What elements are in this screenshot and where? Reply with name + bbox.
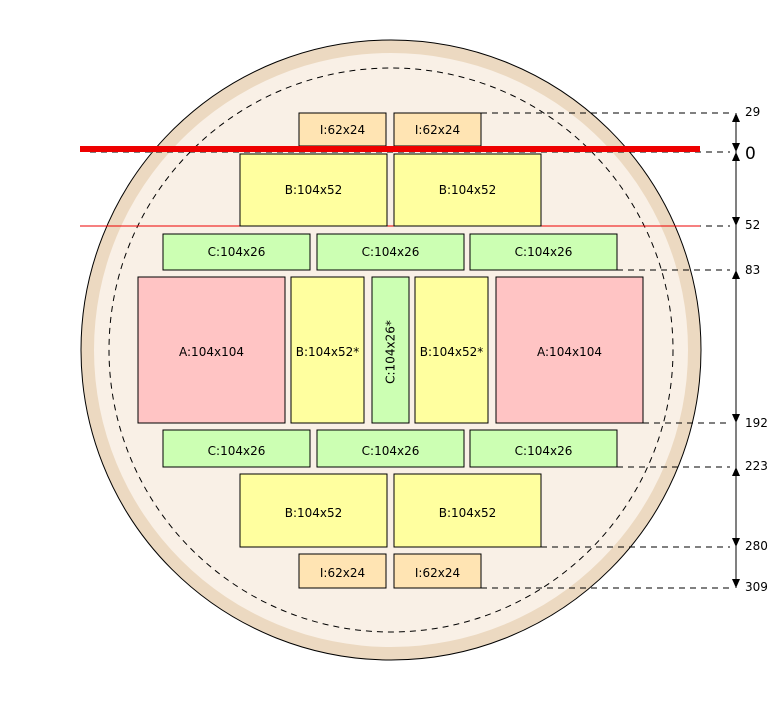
die-label: B:104x52*: [420, 345, 484, 359]
dimension-axis: [732, 113, 740, 588]
arrow-down-309: [732, 579, 740, 588]
die-label: I:62x24: [320, 566, 365, 580]
die-i-4: [393, 553, 482, 589]
arrow-down-0: [732, 143, 740, 152]
dimension-labels: 29 0 52 83 192 223 280 309: [745, 105, 768, 594]
die-b-rot-1: [290, 276, 365, 424]
die-labels: I:62x24 I:62x24 B:104x52 B:104x52 C:104x…: [179, 123, 602, 580]
die-b-4: [393, 473, 542, 548]
die-label: C:104x26: [515, 245, 573, 259]
die-c-5: [316, 429, 465, 468]
die-row-2: [239, 153, 542, 227]
die-row-5: [162, 429, 618, 468]
dimension-label-223: 223: [745, 459, 768, 473]
dimension-arrowheads: [732, 113, 740, 588]
die-label: I:62x24: [415, 566, 460, 580]
die-i-3: [298, 553, 387, 589]
die-label: C:104x26: [208, 245, 266, 259]
arrow-up-29: [732, 113, 740, 122]
die-b-2: [393, 153, 542, 227]
arrow-down-280: [732, 538, 740, 547]
die-row-6: [239, 473, 542, 548]
arrow-down-192: [732, 414, 740, 423]
die-b-1: [239, 153, 388, 227]
die-grid: [137, 112, 644, 589]
die-label: B:104x52: [285, 506, 343, 520]
die-label: C:104x26: [208, 444, 266, 458]
arrow-down-52: [732, 217, 740, 226]
die-c-2: [316, 233, 465, 271]
die-label: C:104x26*: [384, 320, 398, 384]
dimension-label-83: 83: [745, 263, 760, 277]
die-a-2: [495, 276, 644, 424]
die-label: A:104x104: [179, 345, 244, 359]
die-i-2: [393, 112, 482, 147]
die-label: C:104x26: [362, 444, 420, 458]
die-label: B:104x52: [439, 183, 497, 197]
die-c-3: [469, 233, 618, 271]
die-label: C:104x26: [362, 245, 420, 259]
dimension-label-29: 29: [745, 105, 760, 119]
dimension-label-309: 309: [745, 580, 768, 594]
die-label: I:62x24: [320, 123, 365, 137]
arrow-up-223: [732, 467, 740, 476]
die-b-3: [239, 473, 388, 548]
die-a-1: [137, 276, 286, 424]
arrow-up-83: [732, 270, 740, 279]
dimension-label-192: 192: [745, 416, 768, 430]
die-label: B:104x52: [285, 183, 343, 197]
die-label: B:104x52: [439, 506, 497, 520]
die-row-4: [137, 276, 644, 424]
die-label: B:104x52*: [296, 345, 360, 359]
dimension-label-0: 0: [745, 144, 756, 164]
die-c-rot: [371, 276, 410, 424]
die-row-7: [298, 553, 482, 589]
die-row-3: [162, 233, 618, 271]
die-label: C:104x26: [515, 444, 573, 458]
edge-exclusion-circle: [108, 67, 674, 633]
die-c-6: [469, 429, 618, 468]
die-c-1: [162, 233, 311, 271]
dimension-label-52: 52: [745, 218, 760, 232]
die-label: I:62x24: [415, 123, 460, 137]
dimension-label-280: 280: [745, 539, 768, 553]
die-b-rot-2: [414, 276, 489, 424]
arrow-up-0: [732, 152, 740, 161]
die-label: A:104x104: [537, 345, 602, 359]
die-c-4: [162, 429, 311, 468]
